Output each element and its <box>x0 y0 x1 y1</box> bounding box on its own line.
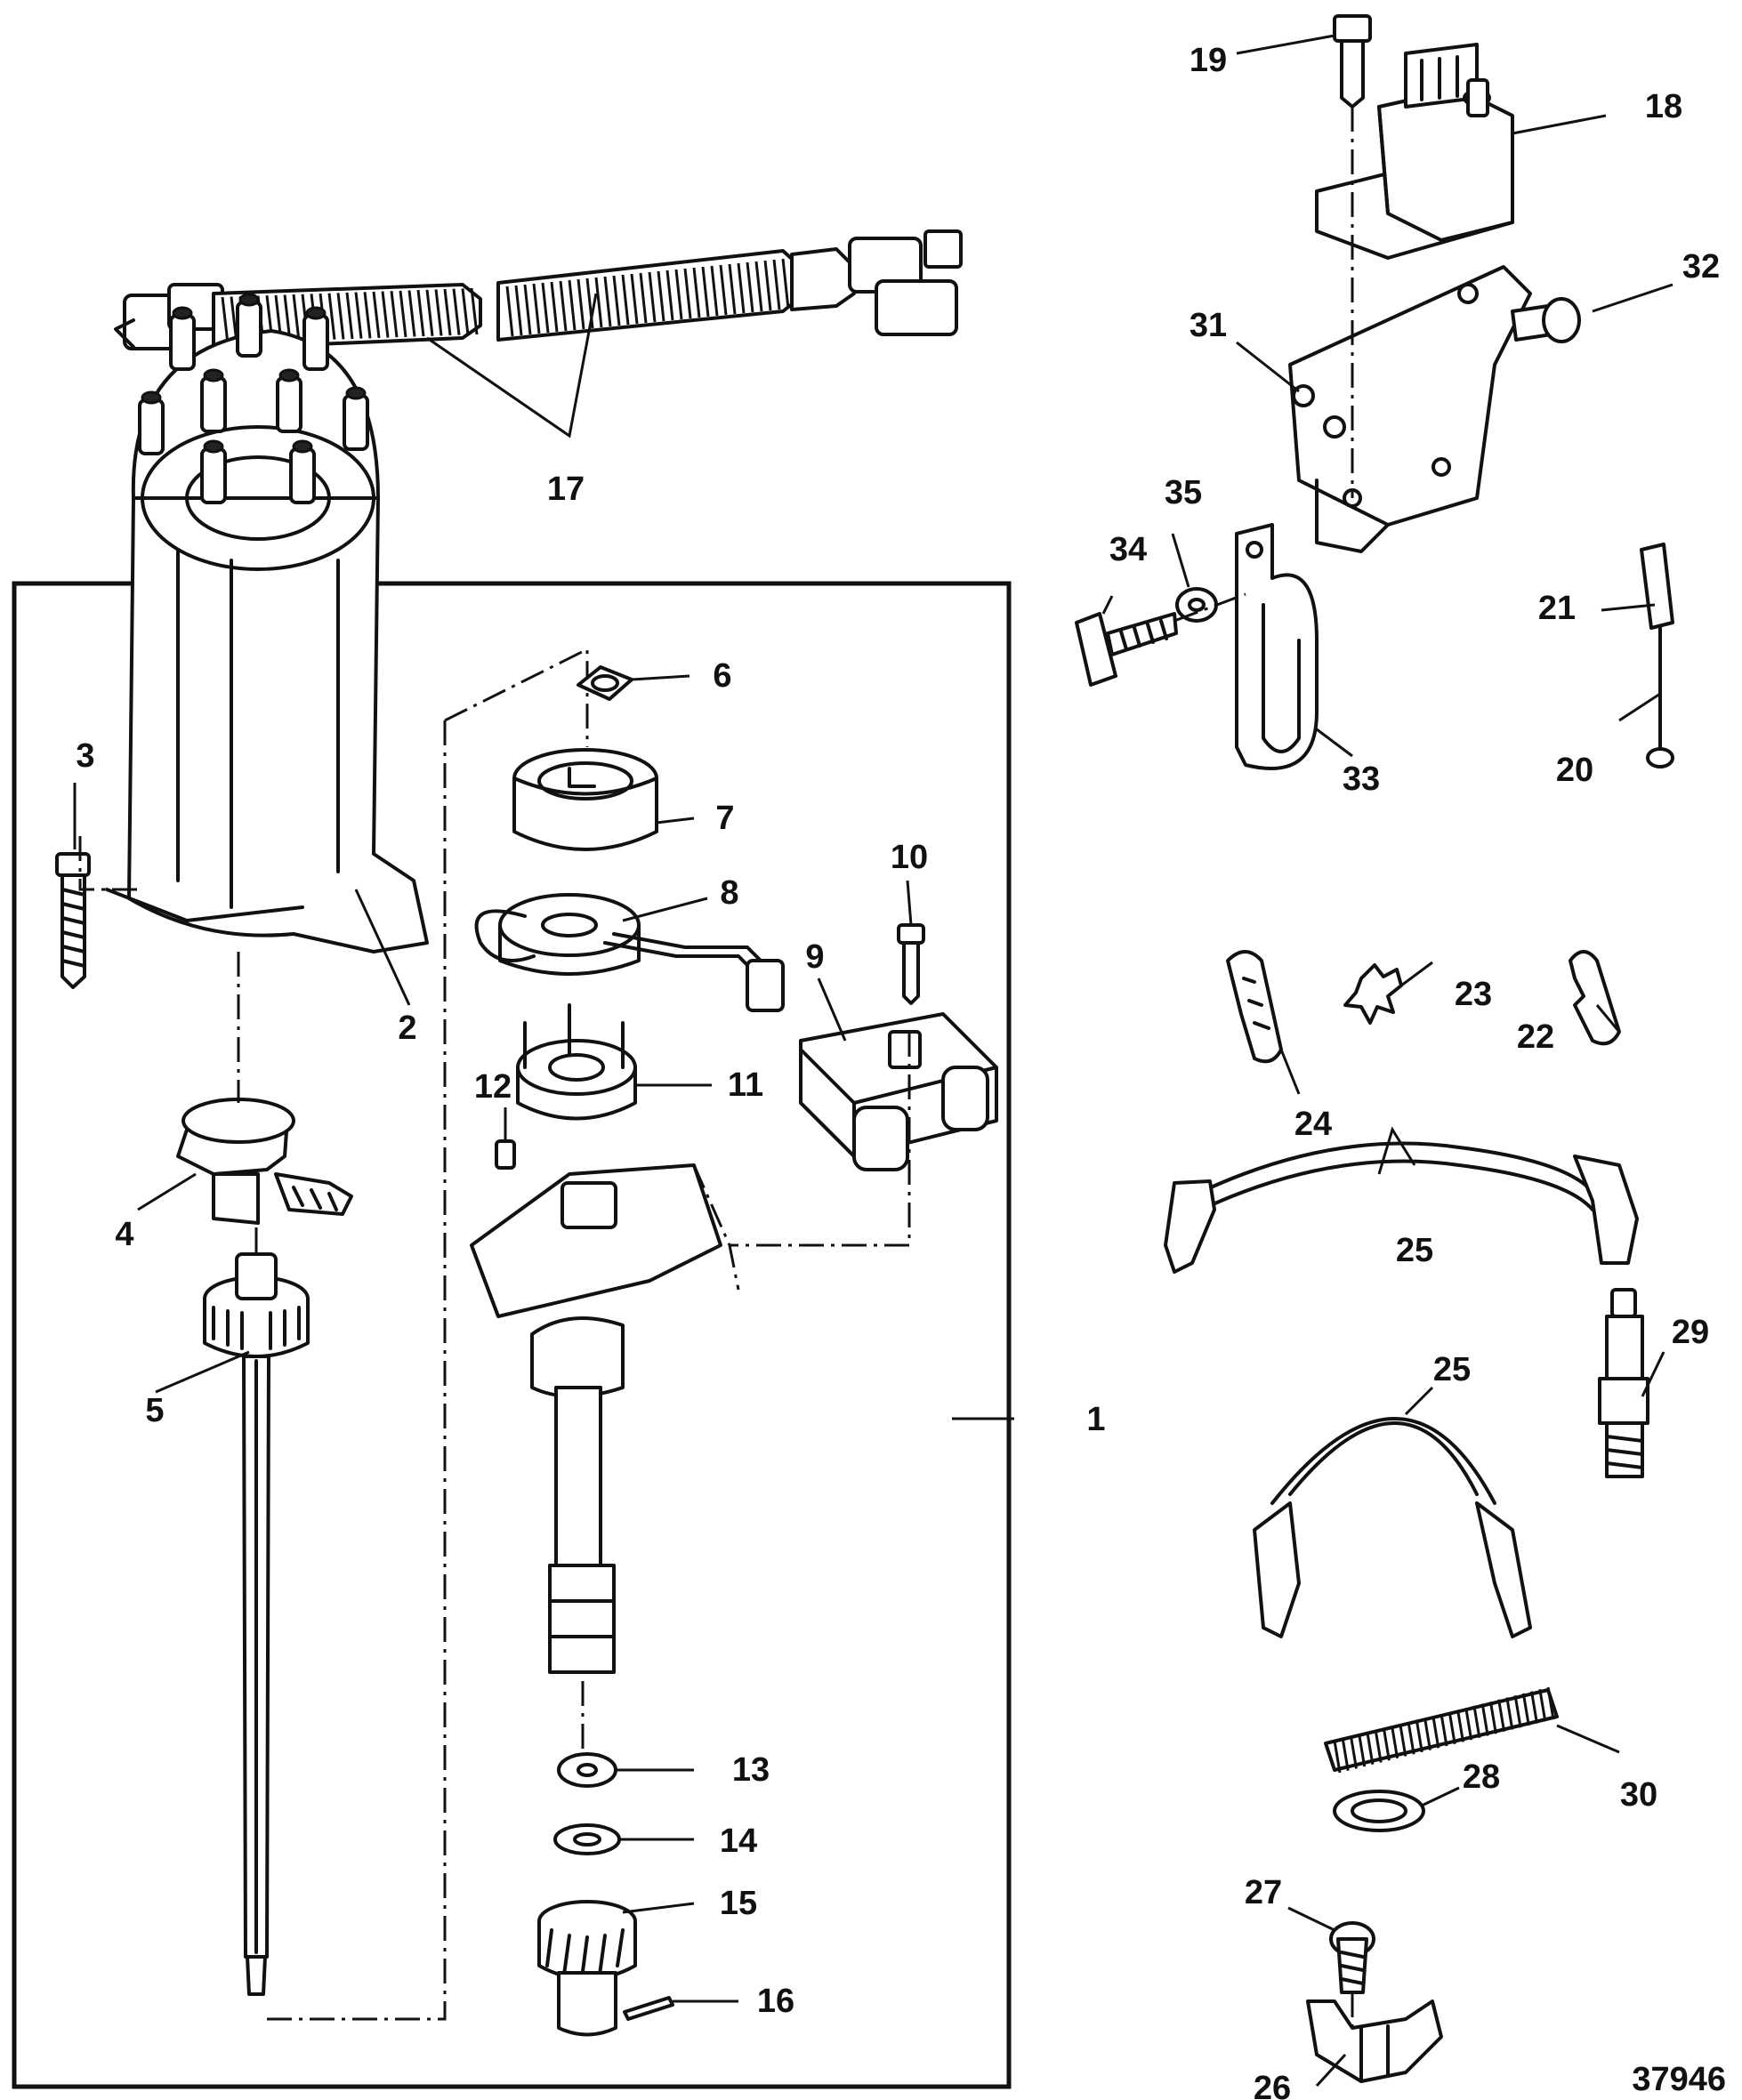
phantom-line <box>444 647 589 747</box>
cap-tower <box>343 394 369 451</box>
seal-washer-part <box>1333 1790 1425 1832</box>
spark-plug-wire-part <box>1253 1417 1532 1638</box>
cap-tower-tip <box>238 293 260 307</box>
cap-tower <box>200 376 227 433</box>
leader-lines <box>73 34 1673 2088</box>
distributor-assembly-frame <box>12 581 1012 2089</box>
wire-clip-part <box>1646 626 1674 768</box>
callout-29: 29 <box>1672 1314 1709 1351</box>
coil-screw-part <box>1333 14 1372 109</box>
callout-33: 33 <box>1343 760 1380 798</box>
coil-bracket-part <box>1288 265 1532 553</box>
spark-plug-part <box>1598 1288 1649 1478</box>
support-strap-part <box>1235 523 1319 770</box>
callout-4: 4 <box>115 1216 133 1253</box>
callout-27: 27 <box>1245 1874 1282 1911</box>
callout-25b: 25 <box>1433 1351 1471 1388</box>
callout-7: 7 <box>715 800 734 837</box>
callout-12: 12 <box>474 1068 512 1106</box>
rotor-part <box>176 1098 353 1225</box>
drive-pin-part <box>623 1996 674 2021</box>
pole-piece-part <box>512 748 658 851</box>
drive-gear-part <box>537 1900 637 2037</box>
callout-24: 24 <box>1294 1106 1332 1143</box>
cap-tower <box>289 447 316 504</box>
phantom-line <box>1173 592 1246 623</box>
cap-tower <box>169 314 196 371</box>
callout-21: 21 <box>1538 590 1576 627</box>
callout-16: 16 <box>757 1983 794 2020</box>
callout-13: 13 <box>732 1751 770 1789</box>
phantom-line <box>730 1032 911 1247</box>
callout-10: 10 <box>891 839 928 876</box>
cap-tower-tip <box>203 368 224 382</box>
cap-tower <box>276 376 302 433</box>
callout-32: 32 <box>1682 248 1720 286</box>
callout-28: 28 <box>1463 1758 1500 1796</box>
callout-15: 15 <box>720 1885 757 1922</box>
thrust-washer-part <box>553 1823 621 1855</box>
callout-5: 5 <box>145 1392 164 1429</box>
bracket-screw-part <box>1511 297 1581 343</box>
callout-8: 8 <box>720 874 738 912</box>
callout-2: 2 <box>398 1010 416 1047</box>
ignition-module-part <box>799 1012 998 1171</box>
clamp-bolt-part <box>1329 1921 1375 1994</box>
callout-19: 19 <box>1190 42 1227 79</box>
cap-tower <box>236 301 262 358</box>
roll-pin-part <box>495 1139 516 1170</box>
ignition-coil-part <box>1315 43 1514 260</box>
wiring-harness-part <box>114 229 963 350</box>
callout-34: 34 <box>1109 531 1147 568</box>
callout-30: 30 <box>1620 1776 1657 1814</box>
figure-number: 37946 <box>1632 2061 1726 2098</box>
callout-14: 14 <box>720 1822 757 1860</box>
cap-tower-tip <box>292 439 313 454</box>
cap-tower-tip <box>305 306 327 320</box>
callout-18: 18 <box>1645 88 1682 125</box>
clamp-part <box>1306 1999 1443 2083</box>
callout-1: 1 <box>1086 1401 1105 1438</box>
cap-tower-tip <box>278 368 300 382</box>
callout-22: 22 <box>1517 1018 1554 1056</box>
wire-separator-part <box>1569 950 1621 1046</box>
wire-loom-part <box>1640 543 1674 630</box>
spark-plug-wire-part <box>1164 1141 1639 1274</box>
phantom-line <box>78 836 142 891</box>
cap-tower <box>138 398 165 455</box>
cap-tower <box>302 314 329 371</box>
pickup-coil-part <box>474 893 785 1012</box>
callout-labels: 1 2 3 4 5 6 7 8 9 10 11 12 13 14 15 16 1… <box>76 42 1720 2100</box>
callout-11: 11 <box>728 1066 763 1104</box>
callout-25a: 25 <box>1396 1232 1433 1269</box>
shim-washer-part <box>557 1752 617 1788</box>
callout-20: 20 <box>1556 752 1593 789</box>
cap-tower-tip <box>203 439 224 454</box>
cap-tower-tip <box>172 306 193 320</box>
callout-35: 35 <box>1165 474 1202 511</box>
distributor-shaft-part <box>203 1252 310 1996</box>
callout-23: 23 <box>1455 976 1492 1013</box>
spring-part <box>1324 1686 1559 1774</box>
distributor-cap-part <box>105 293 429 953</box>
callout-3: 3 <box>76 737 94 775</box>
distributor-housing-part <box>470 1163 740 1674</box>
retainer-part <box>516 1003 637 1121</box>
callout-9: 9 <box>805 938 824 976</box>
callout-17: 17 <box>547 471 585 508</box>
strap-bolt-part <box>1075 612 1178 687</box>
callout-31: 31 <box>1190 307 1227 344</box>
module-screw-part <box>897 923 925 1005</box>
cap-tower-tip <box>345 386 367 400</box>
strap-washer-part <box>1175 587 1218 623</box>
cap-screw-part <box>55 852 91 989</box>
callout-26: 26 <box>1254 2070 1291 2100</box>
cap-tower <box>200 447 227 504</box>
callout-6: 6 <box>713 657 731 695</box>
star-clip-part <box>1343 963 1403 1025</box>
phantom-line <box>267 720 447 2021</box>
wire-retainer-part <box>1226 950 1283 1064</box>
cap-tower-tip <box>141 390 162 405</box>
